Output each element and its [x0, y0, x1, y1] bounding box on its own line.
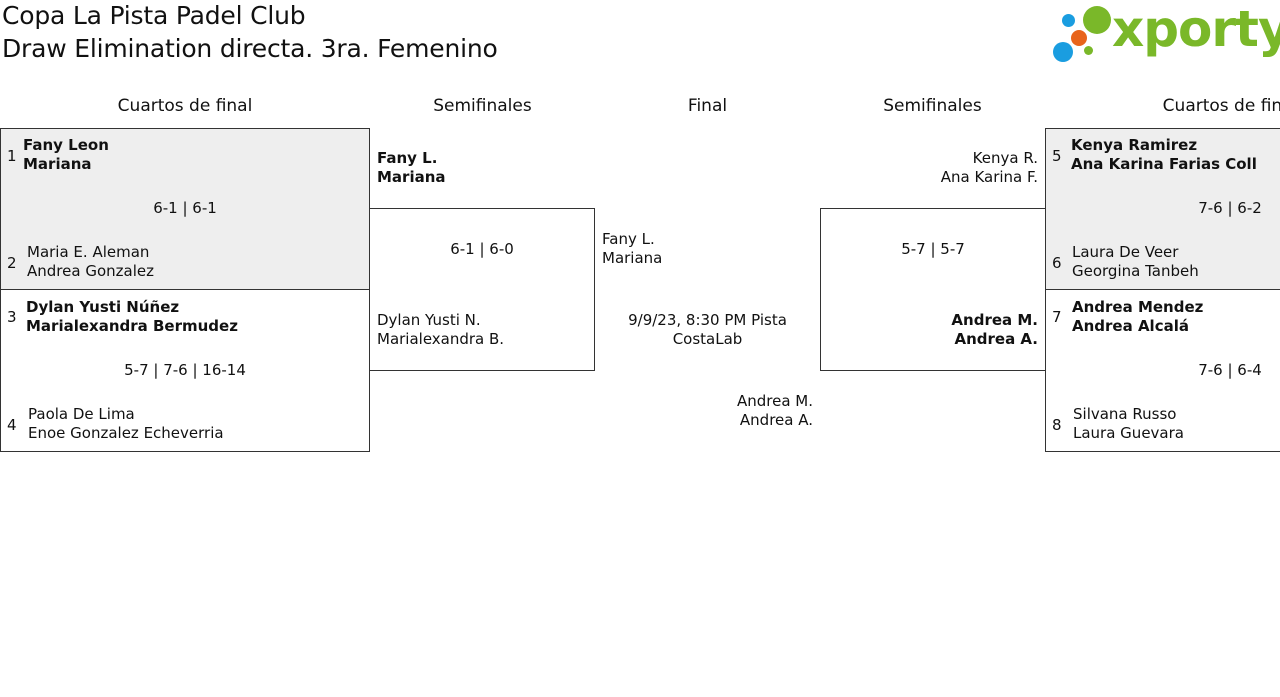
player-name: Georgina Tanbeh: [1072, 262, 1199, 280]
player-name: Fany Leon: [23, 136, 109, 154]
draw-title: Draw Elimination directa. 3ra. Femenino: [2, 34, 498, 63]
player-name: Andrea Mendez: [1072, 298, 1204, 316]
tournament-title: Copa La Pista Padel Club: [2, 1, 306, 30]
player-name: Marialexandra B.: [377, 330, 505, 348]
player-name: Ana Karina Farias Coll: [1071, 155, 1257, 173]
match-score: 7-6 | 6-2: [1198, 199, 1262, 217]
player-name: Marialexandra Bermudez: [26, 317, 238, 335]
seed-number: 1: [7, 147, 17, 165]
match-score: 6-1 | 6-0: [450, 240, 514, 258]
player-name: Maria E. Aleman: [27, 243, 150, 261]
final-schedule: 9/9/23, 8:30 PM Pista CostaLab: [595, 311, 820, 349]
round-header-right-quarters: Cuartos de final: [1162, 96, 1280, 116]
logo-dot-green-small: [1084, 46, 1093, 55]
match-qf-1[interactable]: [0, 128, 370, 290]
round-header-final: Final: [687, 96, 728, 116]
match-score: 6-1 | 6-1: [153, 199, 217, 217]
match-sf-left[interactable]: [369, 208, 595, 371]
final-schedule-line: CostaLab: [672, 330, 743, 348]
player-name: Andrea M.: [951, 311, 1038, 329]
player-name: Andrea M.: [736, 392, 813, 410]
player-name: Andrea A.: [739, 411, 813, 429]
logo-dot-blue: [1053, 42, 1073, 62]
player-name: Fany L.: [602, 230, 655, 248]
seed-number: 8: [1052, 416, 1062, 434]
seed-number: 5: [1052, 147, 1062, 165]
logo-dot-blue-small: [1062, 14, 1075, 27]
match-score: 7-6 | 6-4: [1198, 361, 1262, 379]
player-name: Andrea A.: [954, 330, 1038, 348]
player-name: Dylan Yusti Núñez: [26, 298, 180, 316]
match-score: 5-7 | 5-7: [901, 240, 965, 258]
player-name: Kenya Ramirez: [1071, 136, 1198, 154]
final-schedule-line: 9/9/23, 8:30 PM Pista: [628, 311, 787, 329]
player-name: Mariana: [23, 155, 92, 173]
player-name: Ana Karina F.: [940, 168, 1038, 186]
round-header-right-semis: Semifinales: [883, 96, 982, 116]
seed-number: 2: [7, 254, 17, 272]
match-score: 5-7 | 7-6 | 16-14: [124, 361, 246, 379]
seed-number: 3: [7, 308, 17, 326]
xporty-logo[interactable]: xporty: [1050, 0, 1280, 70]
player-name: Mariana: [602, 249, 663, 267]
player-name: Paola De Lima: [28, 405, 135, 423]
round-header-left-quarters: Cuartos de final: [117, 96, 253, 116]
player-name: Silvana Russo: [1073, 405, 1177, 423]
player-name: Andrea Alcalá: [1072, 317, 1189, 335]
seed-number: 4: [7, 416, 17, 434]
round-header-left-semis: Semifinales: [433, 96, 532, 116]
logo-wordmark: xporty: [1112, 0, 1280, 58]
logo-dot-orange: [1071, 30, 1087, 46]
player-name: Enoe Gonzalez Echeverria: [28, 424, 224, 442]
player-name: Kenya R.: [972, 149, 1038, 167]
logo-dot-green: [1083, 6, 1111, 34]
player-name: Andrea Gonzalez: [27, 262, 154, 280]
player-name: Laura Guevara: [1073, 424, 1184, 442]
player-name: Mariana: [377, 168, 446, 186]
player-name: Laura De Veer: [1072, 243, 1179, 261]
match-sf-right[interactable]: [820, 208, 1046, 371]
seed-number: 7: [1052, 308, 1062, 326]
player-name: Dylan Yusti N.: [377, 311, 481, 329]
seed-number: 6: [1052, 254, 1062, 272]
player-name: Fany L.: [377, 149, 438, 167]
match-qf-4[interactable]: [1045, 289, 1280, 452]
